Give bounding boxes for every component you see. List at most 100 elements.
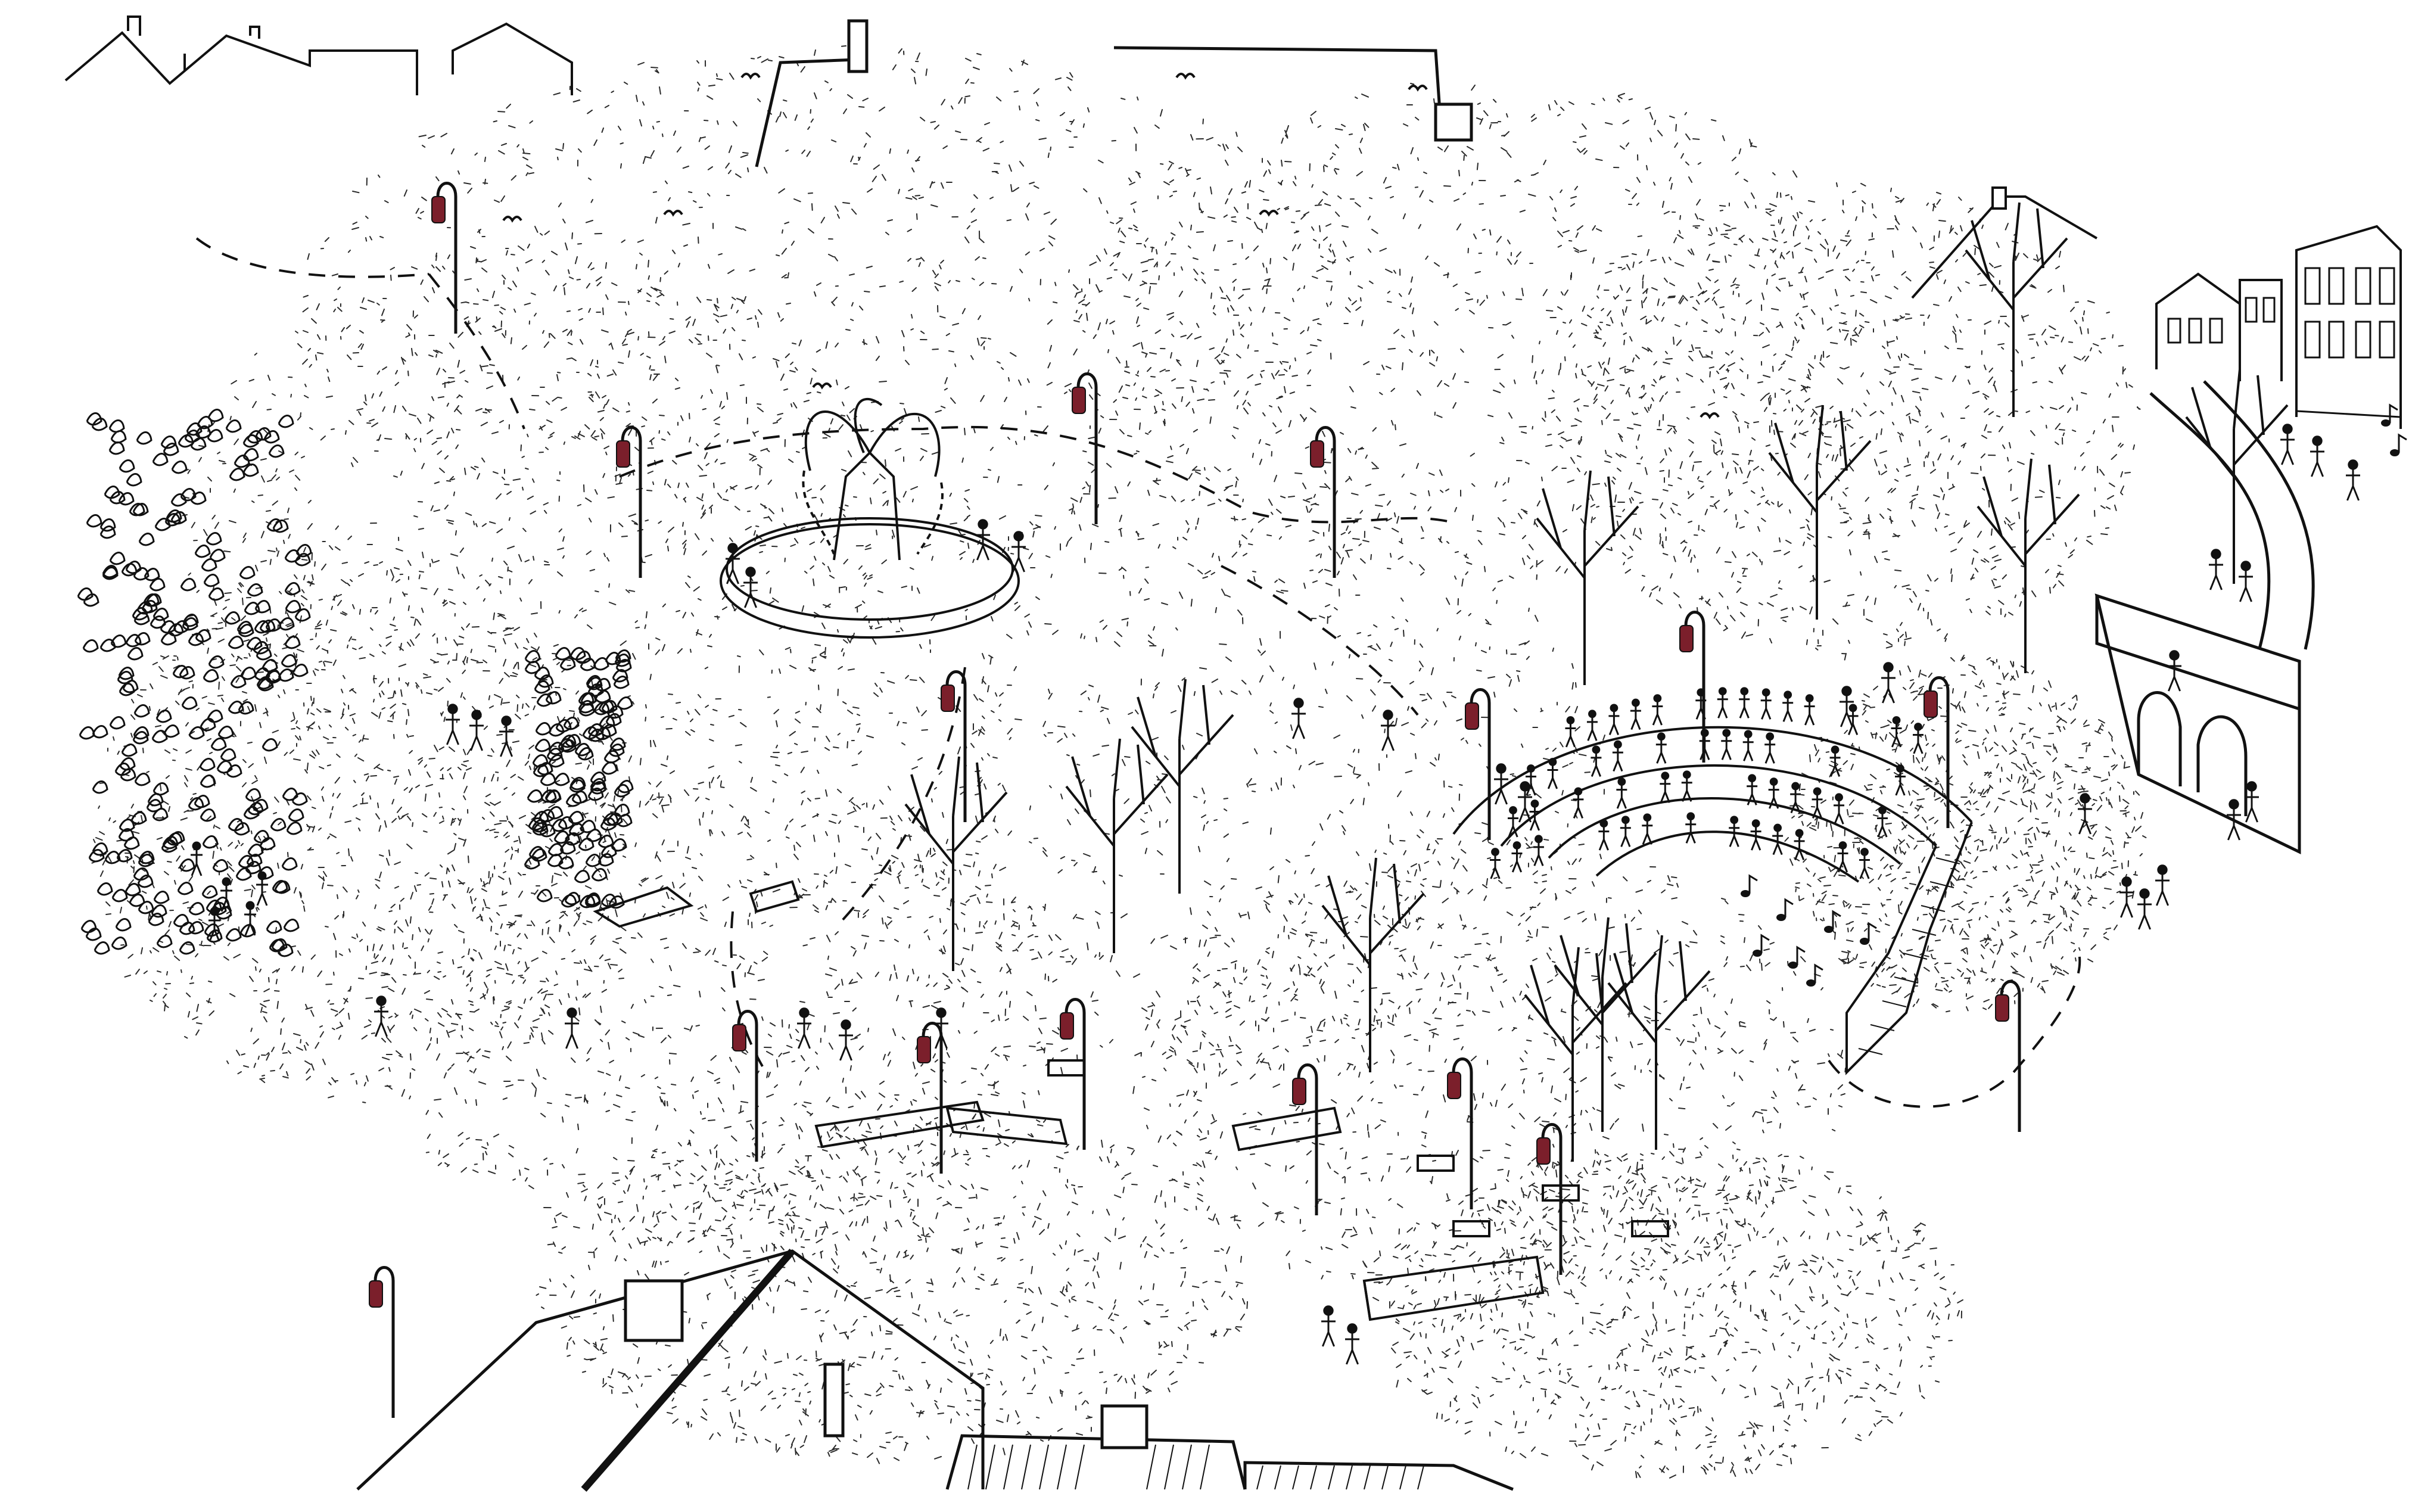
person-icon (1630, 698, 1641, 730)
bird-icon (1700, 412, 1720, 419)
person-icon (1881, 662, 1896, 704)
person-icon (797, 1007, 811, 1049)
person-icon (1620, 816, 1631, 847)
music-note-icon (1806, 963, 1823, 987)
dashed-paths (195, 237, 2081, 1108)
bird-icon (663, 210, 683, 217)
person-icon (1812, 787, 1823, 819)
person-icon (2137, 888, 2152, 930)
person-icon (1772, 823, 1784, 855)
person-icon (2280, 424, 2295, 465)
person-icon (1011, 531, 1026, 573)
fountain (720, 397, 1020, 639)
person-icon (1573, 787, 1584, 819)
person-icon (1837, 841, 1848, 873)
person-icon (2209, 549, 2223, 590)
person-icon (2346, 459, 2360, 501)
person-icon (2167, 650, 2181, 692)
music-note-icon (1741, 874, 1758, 897)
person-icon (2119, 876, 2134, 918)
music-note-icon (2390, 433, 2407, 456)
person-icon (1494, 763, 1508, 805)
tree-icon (1607, 935, 1711, 1150)
person-icon (1533, 835, 1544, 866)
lamp-icon (431, 182, 457, 334)
lamp-icon (1465, 688, 1491, 840)
houses-bottom (356, 1249, 1514, 1492)
person-icon (1742, 730, 1754, 761)
bird-icon (1175, 73, 1196, 80)
tree-icon (1321, 857, 1425, 1072)
lamp-icon (1292, 1063, 1318, 1215)
person-icon (1695, 688, 1707, 720)
lamp-icon (732, 1010, 758, 1162)
tree-icon (1554, 917, 1657, 1132)
lamp-icon (1924, 676, 1950, 828)
tree-icon (1536, 470, 1639, 685)
person-icon (2155, 864, 2170, 906)
person-icon (934, 1007, 948, 1049)
person-icon (1529, 799, 1540, 831)
person-icon (208, 907, 220, 942)
person-icon (1760, 688, 1772, 720)
person-icon (469, 710, 484, 751)
ground-texture (91, 45, 2147, 1479)
tree-icon (1065, 738, 1169, 953)
lamp-icon (616, 426, 642, 578)
street-buildings-right (1911, 186, 2402, 656)
person-icon (1660, 771, 1671, 803)
person-icon (1804, 694, 1815, 726)
arched-wall (2094, 593, 2301, 854)
person-icon (1699, 729, 1710, 760)
person-icon (1750, 819, 1761, 851)
person-icon (256, 871, 268, 906)
bird-icon (1408, 85, 1428, 92)
person-icon (1547, 758, 1558, 789)
people (191, 424, 2360, 1365)
tree-icon (1965, 202, 2068, 417)
trees (77, 202, 2289, 1162)
tables (814, 1059, 1669, 1237)
person-icon (1612, 740, 1623, 772)
person-icon (1891, 716, 1902, 748)
music-note-icon (1753, 934, 1770, 957)
person-icon (1717, 687, 1728, 718)
bird-icon (502, 216, 522, 223)
person-icon (565, 1007, 579, 1049)
person-icon (1859, 848, 1870, 879)
person-icon (1840, 686, 1854, 727)
person-icon (2078, 793, 2092, 835)
person-icon (1511, 841, 1523, 873)
person-icon (1829, 745, 1841, 777)
person-icon (1655, 732, 1667, 764)
amphitheatre (1452, 726, 1973, 1075)
person-icon (1768, 777, 1779, 809)
lamp-icon (941, 670, 967, 822)
person-icon (2245, 781, 2259, 823)
person-icon (1729, 816, 1740, 847)
person-icon (191, 841, 203, 876)
person-icon (374, 995, 388, 1037)
person-icon (1681, 770, 1692, 802)
tree-icon (1524, 947, 1627, 1162)
person-icon (1616, 777, 1627, 809)
person-icon (2227, 799, 2241, 841)
building-top (755, 19, 1473, 167)
person-icon (2310, 435, 2324, 477)
person-icon (1782, 690, 1794, 722)
person-icon (1518, 781, 1532, 823)
person-icon (499, 715, 513, 757)
person-icon (1598, 819, 1610, 851)
person-icon (1794, 829, 1805, 860)
person-icon (1913, 723, 1924, 754)
person-icon (1790, 782, 1801, 814)
person-icon (244, 901, 256, 936)
person-icon (1685, 812, 1697, 844)
tree-icon (1977, 458, 2080, 673)
person-icon (1586, 710, 1598, 741)
lamp-icon (369, 1266, 395, 1418)
person-icon (1721, 729, 1732, 760)
person-icon (1642, 813, 1653, 845)
music-note-icon (2381, 403, 2398, 427)
person-icon (976, 519, 990, 561)
